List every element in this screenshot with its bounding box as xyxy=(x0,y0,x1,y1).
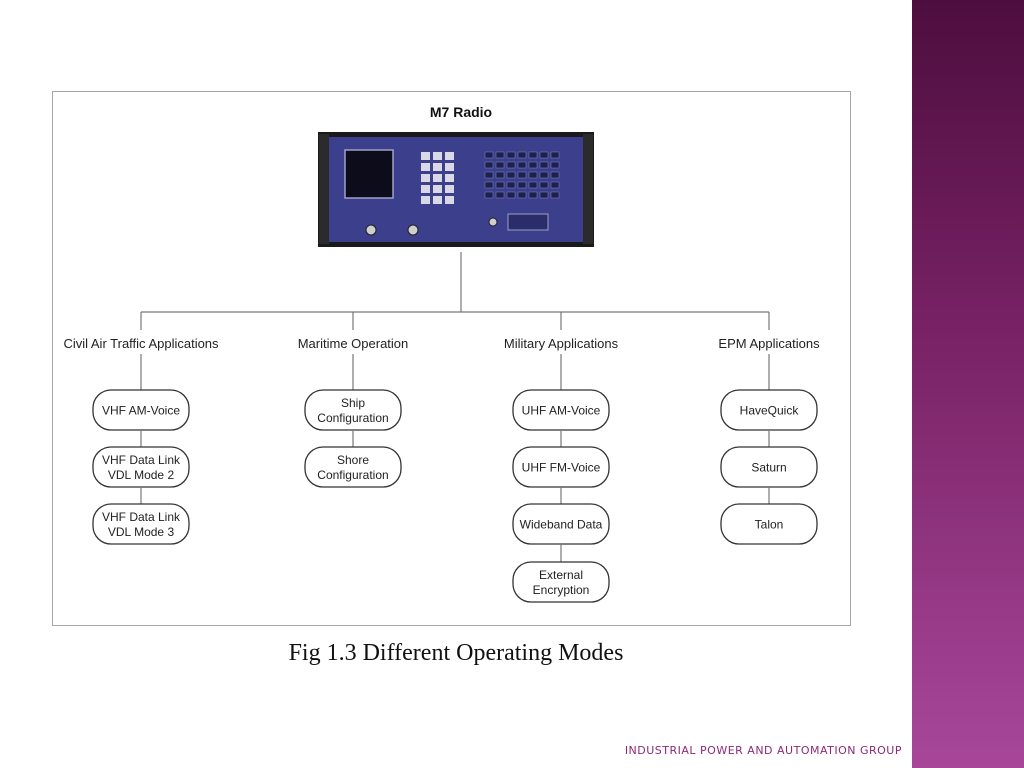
radio-display-grid xyxy=(484,151,560,199)
mode-node-label: Encryption xyxy=(533,583,590,597)
mode-node: Saturn xyxy=(720,446,818,488)
mode-node-label: Shore xyxy=(337,453,369,467)
diagram-title: M7 Radio xyxy=(430,104,492,120)
mode-node: UHF FM-Voice xyxy=(512,446,610,488)
footer-organization: INDUSTRIAL POWER AND AUTOMATION GROUP xyxy=(624,744,902,757)
mode-node-label: UHF FM-Voice xyxy=(522,461,601,475)
mode-node-label: VDL Mode 3 xyxy=(108,525,175,539)
mode-node: HaveQuick xyxy=(720,389,818,431)
mode-node-label: Wideband Data xyxy=(520,518,603,532)
decorative-side-band xyxy=(912,0,1024,768)
mode-node-label: HaveQuick xyxy=(740,404,800,418)
mode-node-label: Ship xyxy=(341,396,365,410)
m7-radio-image xyxy=(318,132,594,247)
operating-modes-diagram: M7 Radio Civil Air Traffic ApplicationsV… xyxy=(63,104,820,603)
mode-node-label: VDL Mode 2 xyxy=(108,468,175,482)
category-label: Civil Air Traffic Applications xyxy=(63,336,219,351)
mode-node-label: Configuration xyxy=(317,468,388,482)
category-label: Military Applications xyxy=(504,336,619,351)
mode-node-label: VHF Data Link xyxy=(102,510,181,524)
mode-node-label: VHF Data Link xyxy=(102,453,181,467)
mode-node-label: Saturn xyxy=(751,461,786,475)
category-label: Maritime Operation xyxy=(298,336,409,351)
radio-keypad xyxy=(421,152,454,204)
mode-node-label: External xyxy=(539,568,583,582)
mode-node-label: Configuration xyxy=(317,411,388,425)
mode-node-label: UHF AM-Voice xyxy=(522,404,601,418)
connector-lines xyxy=(140,252,770,330)
category-label: EPM Applications xyxy=(718,336,820,351)
figure-caption: Fig 1.3 Different Operating Modes xyxy=(288,640,624,666)
mode-node-label: VHF AM-Voice xyxy=(102,404,180,418)
mode-node: UHF AM-Voice xyxy=(512,389,610,431)
mode-node: Talon xyxy=(720,503,818,545)
mode-node: VHF AM-Voice xyxy=(92,389,190,431)
mode-node: Wideband Data xyxy=(512,503,610,545)
mode-node-label: Talon xyxy=(755,518,784,532)
